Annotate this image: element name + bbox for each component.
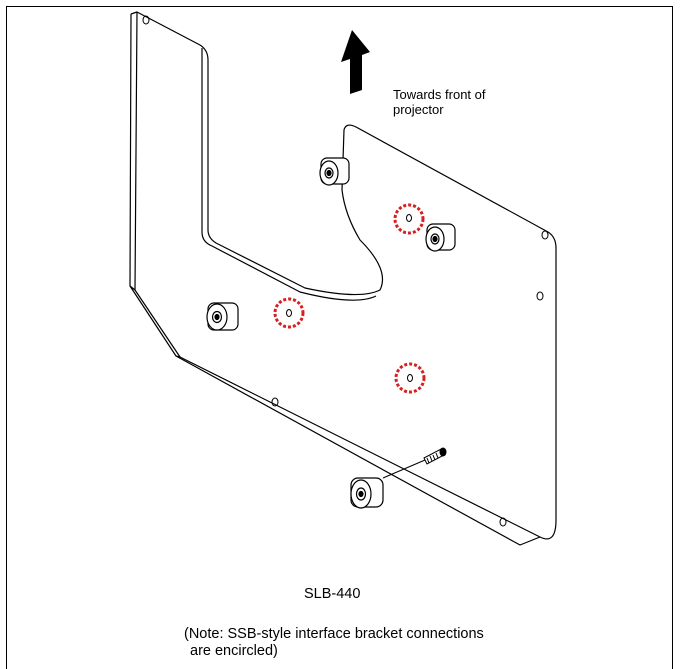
hole — [536, 291, 544, 301]
hole — [286, 309, 292, 317]
hole — [499, 517, 507, 527]
screw — [382, 447, 447, 479]
up-arrow-icon — [341, 30, 370, 94]
standoff — [206, 302, 239, 331]
standoffs — [206, 157, 456, 509]
note-line2: are encircled) — [190, 643, 278, 660]
standoff — [425, 223, 456, 252]
highlight-circle — [273, 297, 305, 329]
hole — [271, 397, 279, 407]
note-text: (Note: SSB-style interface bracket conne… — [184, 626, 624, 660]
direction-label-line2: projector — [393, 102, 444, 118]
direction-label-line1: Towards front of — [393, 87, 486, 102]
standoff — [350, 477, 384, 509]
hole — [142, 15, 150, 25]
mounting-plate — [129, 11, 557, 546]
direction-label: Towards front of projector — [393, 87, 563, 118]
plate-holes — [142, 15, 549, 527]
standoff — [319, 157, 350, 186]
hole — [406, 214, 412, 222]
highlight-circle — [394, 362, 426, 394]
model-label: SLB-440 — [304, 586, 361, 602]
figure-frame — [6, 6, 673, 669]
hole — [407, 374, 413, 382]
hole — [541, 230, 549, 240]
highlight-circles — [273, 203, 426, 394]
note-line1: (Note: SSB-style interface bracket conne… — [184, 626, 484, 642]
highlight-circle — [393, 203, 425, 235]
